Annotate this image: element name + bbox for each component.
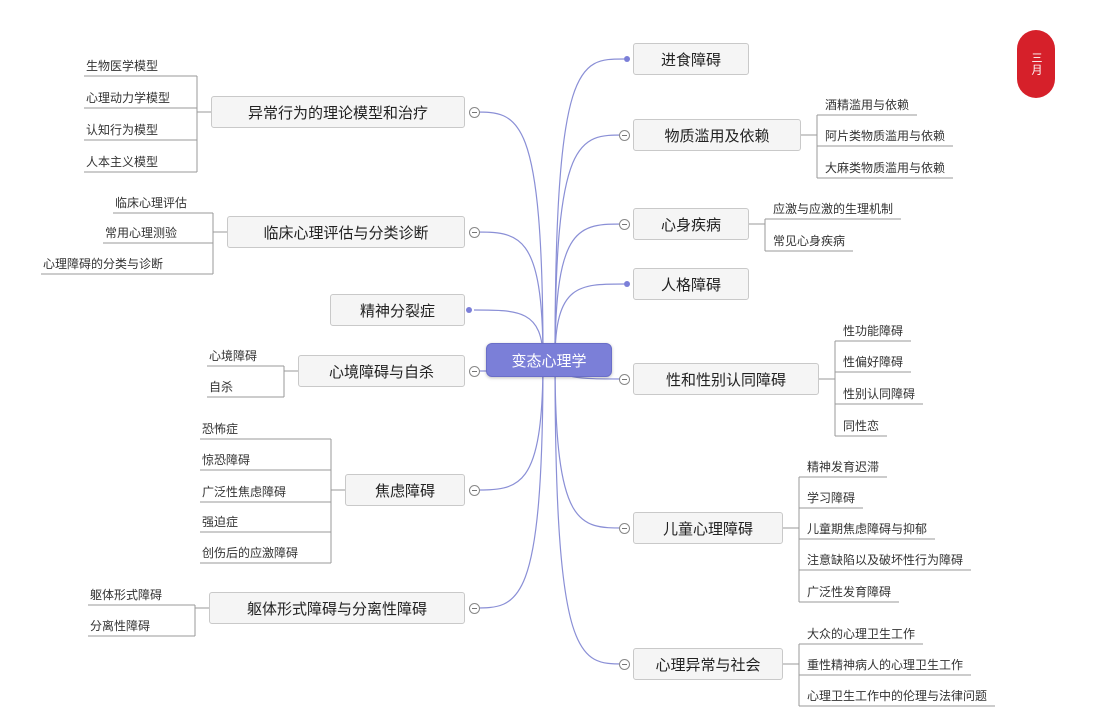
branch-edge-R1 [554, 58, 625, 361]
branch-l6[interactable]: 躯体形式障碍与分离性障碍 [209, 592, 465, 624]
leaf-topic[interactable]: 性别认同障碍 [843, 386, 916, 401]
branch-edge-R6 [554, 359, 625, 529]
leaf-topic[interactable]: 学习障碍 [807, 490, 856, 505]
leaf-topic[interactable]: 创伤后的应激障碍 [202, 545, 299, 560]
leaf-topic[interactable]: 常用心理测验 [105, 225, 178, 240]
branch-edge-R3 [554, 223, 625, 361]
leaf-topic[interactable]: 注意缺陷以及破坏性行为障碍 [807, 552, 964, 567]
leaf-topic[interactable]: 心理障碍的分类与诊断 [43, 256, 164, 271]
leaf-topic[interactable]: 自杀 [209, 379, 234, 394]
branch-r6[interactable]: 儿童心理障碍 [633, 512, 783, 544]
leaf-topic[interactable]: 惊恐障碍 [202, 452, 251, 467]
collapse-toggle-l6[interactable] [468, 602, 480, 614]
branch-edge-R7 [554, 359, 625, 665]
leaf-topic[interactable]: 酒精滥用与依赖 [825, 97, 910, 112]
branch-edge-R4 [554, 283, 625, 361]
leaf-topic[interactable]: 心理卫生工作中的伦理与法律问题 [807, 688, 988, 703]
collapse-toggle-l1[interactable] [468, 106, 480, 118]
branch-l1[interactable]: 异常行为的理论模型和治疗 [211, 96, 465, 128]
collapse-toggle-r3[interactable] [618, 218, 630, 230]
leaf-topic[interactable]: 心境障碍 [209, 348, 258, 363]
branch-l4[interactable]: 心境障碍与自杀 [298, 355, 465, 387]
leaf-topic[interactable]: 强迫症 [202, 514, 239, 529]
leaf-topic[interactable]: 心理动力学模型 [86, 90, 171, 105]
collapse-toggle-l2[interactable] [468, 226, 480, 238]
branch-dot-r4 [624, 281, 630, 287]
branch-r4[interactable]: 人格障碍 [633, 268, 749, 300]
leaf-topic[interactable]: 广泛性发育障碍 [807, 584, 892, 599]
leaf-topic[interactable]: 应激与应激的生理机制 [773, 201, 894, 216]
leaf-topic[interactable]: 大众的心理卫生工作 [807, 626, 916, 641]
leaf-topic[interactable]: 躯体形式障碍 [90, 587, 163, 602]
collapse-toggle-r2[interactable] [618, 129, 630, 141]
branch-r1[interactable]: 进食障碍 [633, 43, 749, 75]
leaf-topic[interactable]: 生物医学模型 [86, 58, 159, 73]
leaf-topic[interactable]: 精神发育迟滞 [807, 459, 880, 474]
branch-edge-L6 [473, 359, 544, 609]
root-topic[interactable]: 变态心理学 [486, 343, 612, 377]
branch-l3[interactable]: 精神分裂症 [330, 294, 465, 326]
collapse-toggle-r7[interactable] [618, 658, 630, 670]
leaf-topic[interactable]: 性功能障碍 [843, 323, 904, 338]
branch-edge-L5 [473, 359, 544, 491]
leaf-topic[interactable]: 分离性障碍 [90, 618, 151, 633]
branch-edge-R2 [554, 134, 625, 361]
branch-edge-L1 [473, 111, 544, 361]
branch-r5[interactable]: 性和性别认同障碍 [633, 363, 819, 395]
leaf-topic[interactable]: 儿童期焦虑障碍与抑郁 [807, 521, 928, 536]
leaf-topic[interactable]: 人本主义模型 [86, 154, 159, 169]
collapse-toggle-r5[interactable] [618, 373, 630, 385]
leaf-topic[interactable]: 常见心身疾病 [773, 233, 846, 248]
leaf-topic[interactable]: 性偏好障碍 [843, 354, 904, 369]
branch-l5[interactable]: 焦虑障碍 [345, 474, 465, 506]
collapse-toggle-l5[interactable] [468, 484, 480, 496]
leaf-topic[interactable]: 大麻类物质滥用与依赖 [825, 160, 946, 175]
collapse-toggle-l4[interactable] [468, 365, 480, 377]
leaf-topic[interactable]: 恐怖症 [202, 421, 239, 436]
branch-r2[interactable]: 物质滥用及依赖 [633, 119, 801, 151]
logo-text: 三月 [1030, 52, 1043, 76]
leaf-topic[interactable]: 临床心理评估 [115, 195, 188, 210]
leaf-topic[interactable]: 认知行为模型 [86, 122, 159, 137]
leaf-topic[interactable]: 广泛性焦虑障碍 [202, 484, 287, 499]
branch-edge-L2 [473, 231, 544, 361]
branch-dot-l3 [466, 307, 472, 313]
branch-l2[interactable]: 临床心理评估与分类诊断 [227, 216, 465, 248]
collapse-toggle-r6[interactable] [618, 522, 630, 534]
seal-logo: 三月 [1017, 30, 1055, 98]
leaf-topic[interactable]: 同性恋 [843, 418, 880, 433]
branch-r3[interactable]: 心身疾病 [633, 208, 749, 240]
leaf-topic[interactable]: 重性精神病人的心理卫生工作 [807, 657, 964, 672]
branch-r7[interactable]: 心理异常与社会 [633, 648, 783, 680]
leaf-topic[interactable]: 阿片类物质滥用与依赖 [825, 128, 946, 143]
branch-dot-r1 [624, 56, 630, 62]
